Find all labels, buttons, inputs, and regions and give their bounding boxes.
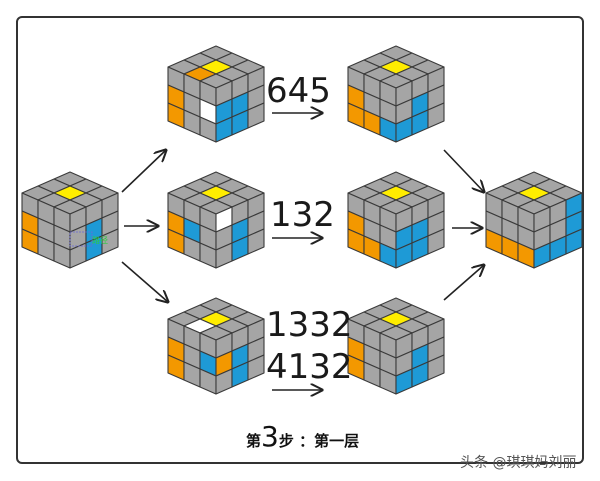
- right-sticker: [427, 354, 445, 381]
- cube-start: [21, 171, 119, 269]
- watermark: 头条 @琪琪妈刘丽: [460, 455, 577, 471]
- cube-case-1: [167, 45, 265, 143]
- arrow-result-3-to-final: [443, 265, 484, 301]
- right-sticker: [247, 228, 265, 255]
- algorithm-bottom-line-2: 4132: [266, 347, 353, 387]
- caption-step-number: 3: [261, 420, 279, 453]
- right-sticker: [427, 102, 445, 129]
- algorithm-middle: 132: [270, 195, 335, 235]
- arrow-start-to-case-3: [121, 261, 168, 302]
- annotation-marker: [69, 231, 93, 247]
- cube-result-3: [347, 297, 445, 395]
- right-sticker: [565, 228, 583, 255]
- arrow-start-to-case-1: [121, 150, 166, 193]
- cube-result-2: [347, 171, 445, 269]
- diagram-frame: [16, 16, 584, 464]
- algorithm-top: 645: [266, 71, 331, 111]
- cube-case-2: [167, 171, 265, 269]
- right-sticker: [101, 228, 119, 255]
- algorithm-bottom-line-1: 1332: [266, 305, 353, 345]
- caption-prefix: 第: [246, 432, 262, 450]
- right-sticker: [247, 102, 265, 129]
- cube-result-1: [347, 45, 445, 143]
- step-caption: 第3步 ：第一层: [246, 420, 359, 453]
- arrow-result-1-to-final: [443, 149, 484, 192]
- cube-case-3: [167, 297, 265, 395]
- caption-suffix: 步 ：第一层: [278, 432, 360, 450]
- annotation-label: 路径: [92, 236, 108, 245]
- cube-final: [485, 171, 583, 269]
- right-sticker: [427, 228, 445, 255]
- right-sticker: [247, 354, 265, 381]
